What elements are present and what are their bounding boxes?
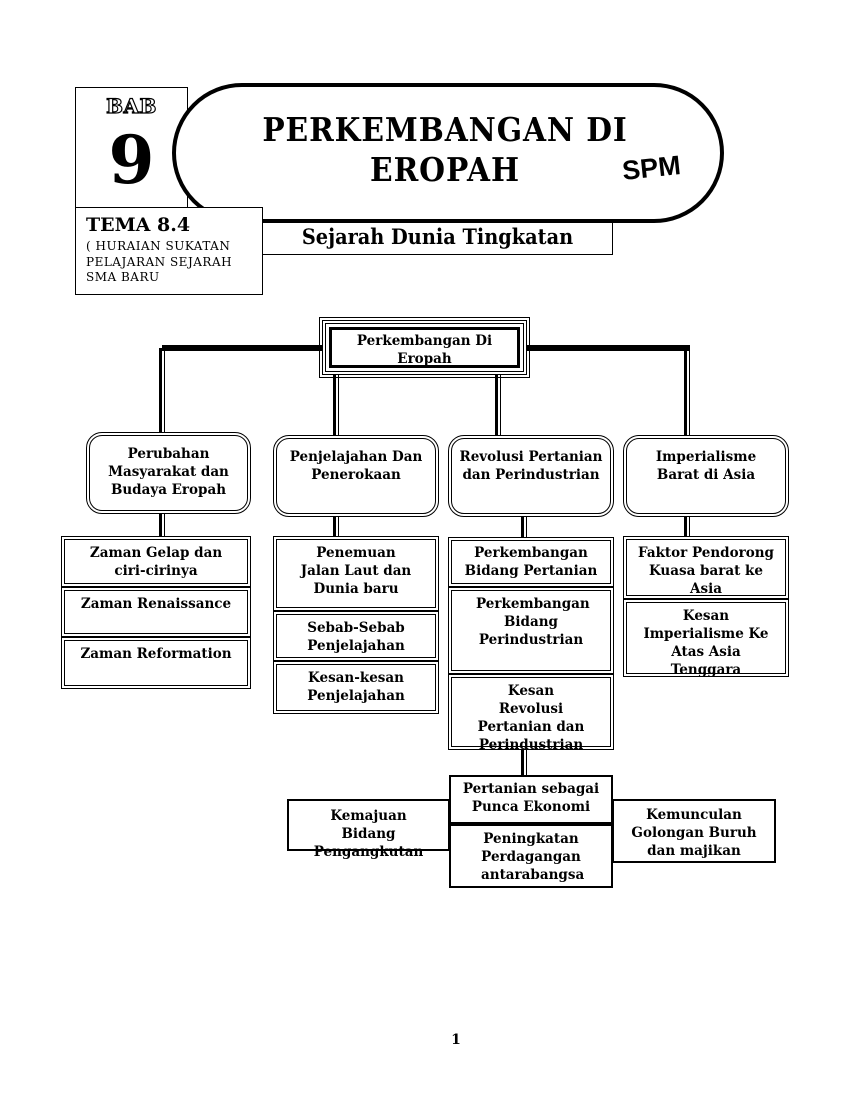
topic-label: Penemuan Jalan Laut dan Dunia baru	[300, 545, 412, 597]
category-node: Perubahan Masyarakat dan Budaya Eropah	[86, 432, 251, 514]
topic-node: Kesan Revolusi Pertanian dan Perindustri…	[448, 674, 614, 753]
root-node-label: Perkembangan Di Eropah	[356, 333, 493, 367]
subtitle: Sejarah Dunia Tingkatan	[301, 224, 574, 249]
page-title-line1: PERKEMBANGAN DI	[262, 110, 628, 149]
category-node: Revolusi Pertanian dan Perindustrian	[448, 435, 614, 517]
theme-description-line: PELAJARAN SEJARAH	[86, 254, 233, 269]
category-label: Penjelajahan Dan Penerokaan	[289, 449, 423, 483]
spm-label: SPM	[620, 150, 683, 187]
theme-description: ( HURAIAN SUKATAN PELAJARAN SEJARAH SMA …	[86, 239, 256, 286]
topic-label: Kesan Imperialisme Ke Atas Asia Tenggara	[643, 608, 769, 678]
topic-node: Penemuan Jalan Laut dan Dunia baru	[273, 536, 439, 611]
topic-node: Kesan Imperialisme Ke Atas Asia Tenggara	[623, 599, 789, 678]
title-banner	[172, 83, 724, 223]
theme-title: TEMA 8.4	[86, 214, 191, 236]
topic-node: Faktor Pendorong Kuasa barat ke Asia	[623, 536, 789, 599]
topic-node: Kesan-kesan Penjelajahan	[273, 661, 439, 714]
topic-label: Perkembangan Bidang Perindustrian	[476, 596, 590, 648]
effect-label: Kemunculan Golongan Buruh dan majikan	[631, 807, 757, 859]
effect-label: Peningkatan Perdagangan antarabangsa	[481, 831, 585, 883]
connector-line	[521, 515, 527, 537]
connector-line	[521, 750, 527, 775]
connector-line	[333, 515, 339, 537]
topic-node: Zaman Gelap dan ciri-cirinya	[61, 536, 251, 587]
topic-label: Zaman Reformation	[80, 646, 232, 662]
topic-label: Perkembangan Bidang Pertanian	[464, 545, 598, 579]
chapter-label: BAB	[105, 93, 157, 118]
connector-line	[333, 374, 339, 436]
category-label: Imperialisme Barat di Asia	[655, 449, 757, 483]
topic-node: Perkembangan Bidang Perindustrian	[448, 587, 614, 674]
topic-node: Zaman Renaissance	[61, 587, 251, 637]
connector-line	[495, 374, 501, 436]
topic-node: Sebab-Sebab Penjelajahan	[273, 611, 439, 661]
connector-line	[526, 345, 690, 351]
root-node: Perkembangan Di Eropah	[319, 317, 530, 378]
category-node: Penjelajahan Dan Penerokaan	[273, 435, 439, 517]
connector-line	[162, 345, 326, 351]
category-label: Perubahan Masyarakat dan Budaya Eropah	[108, 446, 229, 498]
topic-label: Kesan Revolusi Pertanian dan Perindustri…	[477, 683, 585, 753]
category-label: Revolusi Pertanian dan Perindustrian	[459, 449, 603, 483]
connector-line	[159, 348, 165, 434]
connector-line	[684, 348, 690, 436]
topic-node: Zaman Reformation	[61, 637, 251, 689]
page-number: 1	[451, 1032, 461, 1048]
effect-node: Kemajuan Bidang Pengangkutan	[287, 799, 450, 860]
effect-label: Kemajuan Bidang Pengangkutan	[313, 808, 424, 860]
topic-label: Kesan-kesan Penjelajahan	[307, 670, 405, 704]
topic-node: Perkembangan Bidang Pertanian	[448, 537, 614, 587]
effect-node: Pertanian sebagai Punca Ekonomi	[449, 775, 613, 824]
connector-line	[159, 513, 165, 537]
effect-node: Peningkatan Perdagangan antarabangsa	[449, 824, 613, 888]
chapter-number: 9	[108, 121, 155, 199]
page-title: PERKEMBANGAN DI EROPAH	[261, 110, 630, 190]
topic-label: Sebab-Sebab Penjelajahan	[307, 620, 405, 654]
theme-description-line: ( HURAIAN SUKATAN	[86, 239, 231, 253]
page-title-line2: EROPAH	[370, 150, 520, 189]
topic-label: Zaman Gelap dan ciri-cirinya	[89, 545, 223, 579]
topic-label: Faktor Pendorong Kuasa barat ke Asia	[637, 545, 774, 597]
theme-description-line: SMA BARU	[86, 270, 160, 284]
category-node: Imperialisme Barat di Asia	[623, 435, 789, 517]
effect-label: Pertanian sebagai Punca Ekonomi	[462, 781, 600, 815]
theme-box	[75, 207, 263, 295]
effect-node: Kemunculan Golongan Buruh dan majikan	[612, 799, 776, 863]
connector-line	[684, 515, 690, 537]
topic-label: Zaman Renaissance	[80, 596, 232, 612]
